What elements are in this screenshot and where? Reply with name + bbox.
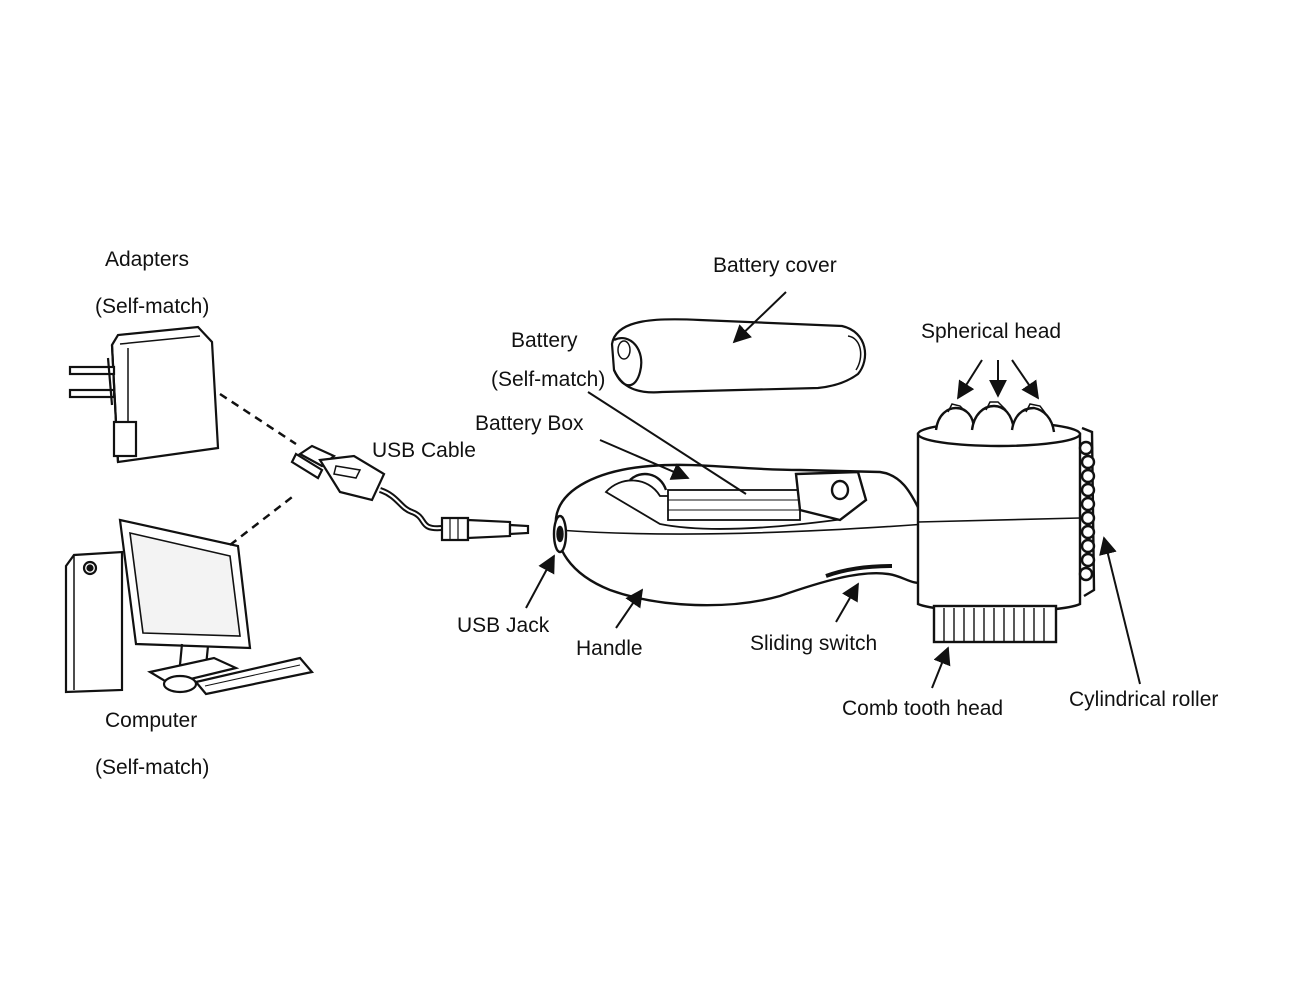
label-handle: Handle [576, 637, 643, 660]
label-comb-tooth-head: Comb tooth head [842, 697, 1004, 720]
leader-cylindrical-roller [1099, 536, 1141, 685]
label-adapters-note: (Self-match) [95, 295, 210, 318]
leader-spherical-head-1 [957, 359, 983, 400]
label-cylindrical-roller: Cylindrical roller [1069, 688, 1219, 711]
leader-lines [525, 291, 1141, 689]
leader-battery-cover [732, 291, 787, 344]
usb-cable-icon [290, 444, 530, 542]
label-battery: Battery [511, 329, 578, 352]
leader-handle [615, 588, 644, 629]
label-battery-box: Battery Box [475, 412, 584, 435]
leader-usb-jack [525, 554, 555, 609]
computer-link-dashed [229, 493, 297, 546]
label-usb-jack: USB Jack [457, 614, 550, 637]
label-adapters: Adapters [105, 248, 190, 271]
label-battery-note: (Self-match) [491, 368, 606, 391]
leader-battery-box [599, 439, 690, 480]
massager-head-icon [916, 401, 1096, 644]
label-computer-note: (Self-match) [95, 756, 210, 779]
leader-spherical-head-3 [1011, 359, 1040, 400]
leader-sliding-switch [835, 582, 859, 623]
computer-icon [64, 518, 315, 696]
leader-comb-tooth-head [931, 646, 951, 689]
label-sliding-switch: Sliding switch [750, 632, 878, 655]
leader-battery [587, 391, 747, 495]
battery-cover-icon [610, 318, 867, 394]
label-computer: Computer [105, 709, 198, 732]
label-battery-cover: Battery cover [713, 254, 837, 277]
massager-handle-icon [552, 463, 928, 607]
adapter-link-dashed [219, 392, 297, 446]
adapter-icon [68, 325, 220, 464]
label-spherical-head: Spherical head [921, 320, 1062, 343]
label-usb-cable: USB Cable [372, 439, 476, 462]
